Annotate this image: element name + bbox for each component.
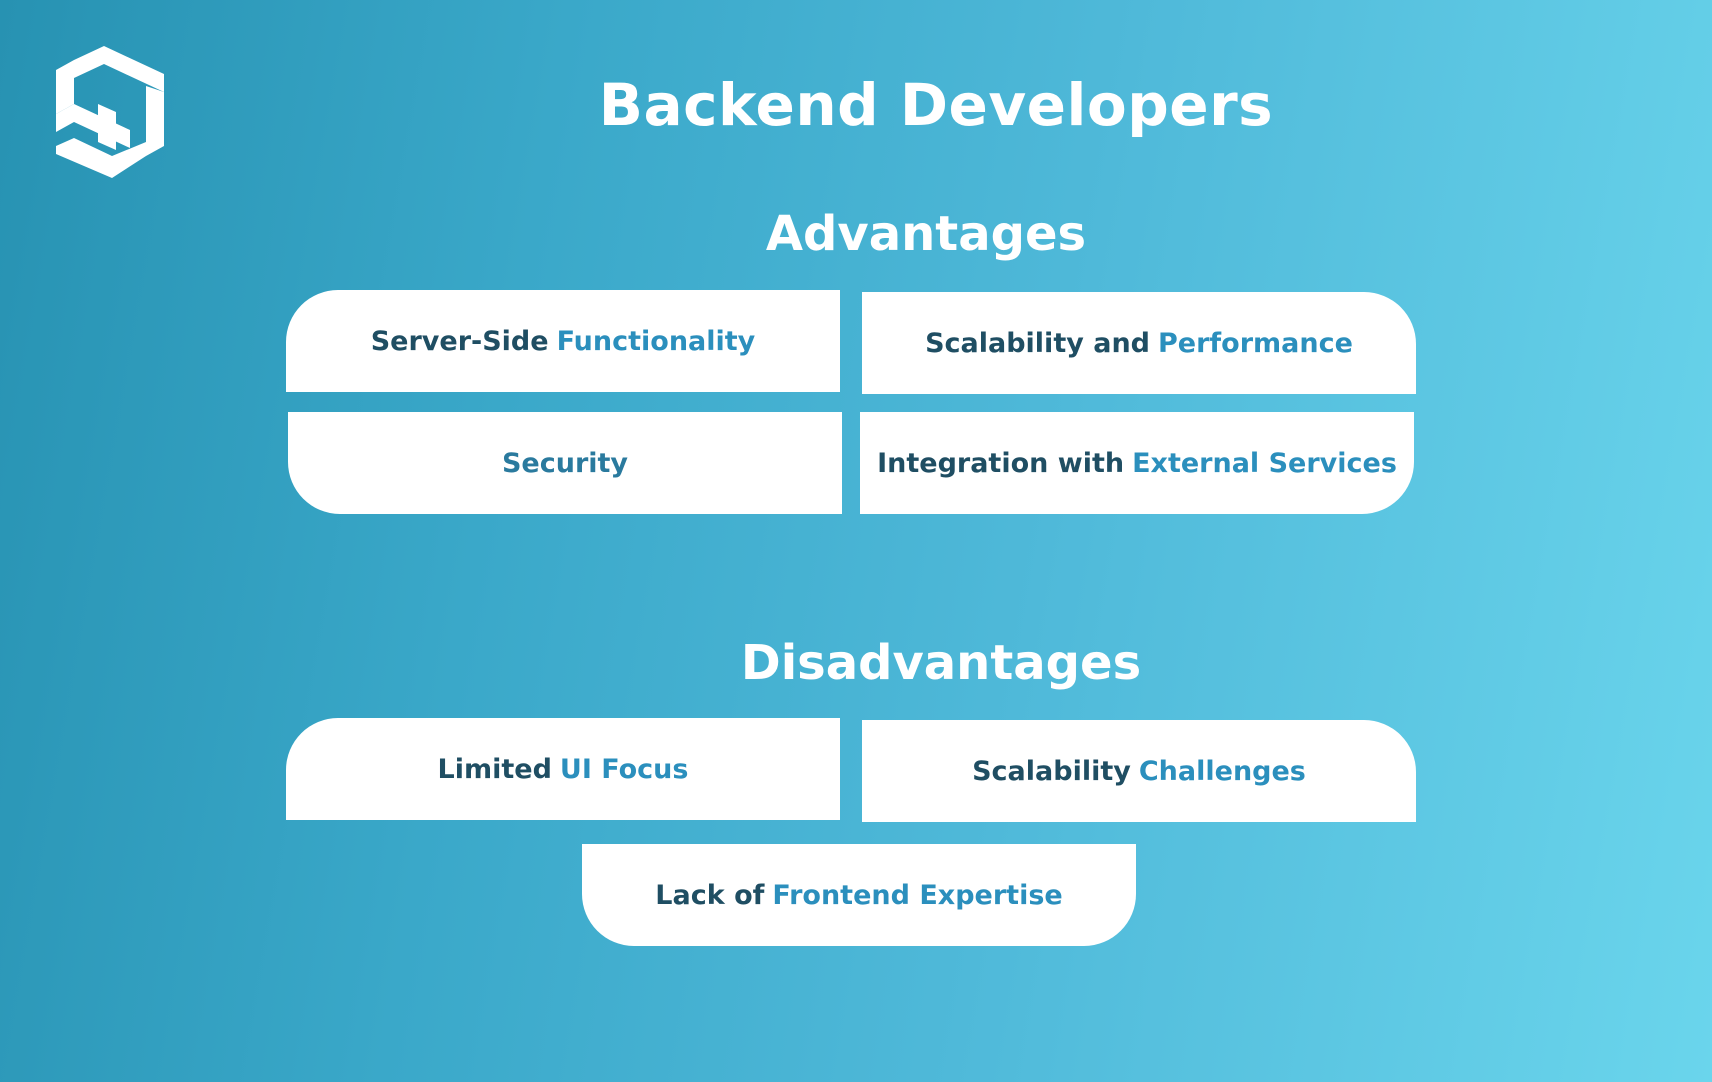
stacked-s-logo-icon (56, 46, 164, 178)
card-text-accent: UI Focus (559, 753, 689, 785)
card-text-dark: Limited (437, 753, 552, 785)
card-text-dark: Scalability (972, 755, 1131, 787)
disadvantages-heading: Disadvantages (740, 635, 1142, 691)
disadvantage-card-lack-frontend-expertise: Lack of Frontend Expertise (582, 844, 1136, 946)
disadvantage-card-limited-ui-focus: Limited UI Focus (286, 718, 840, 820)
card-text-accent: Security (501, 447, 629, 479)
page-title: Backend Developers (598, 71, 1274, 139)
advantage-card-server-side-functionality: Server-Side Functionality (286, 290, 840, 392)
advantage-card-integration-external-services: Integration with External Services (860, 412, 1414, 514)
card-text-dark: Integration with (877, 447, 1125, 479)
card-text-accent: Frontend Expertise (772, 879, 1063, 911)
advantages-heading: Advantages (765, 206, 1087, 262)
card-text-dark: Server-Side (370, 325, 549, 357)
card-text-accent: External Services (1132, 447, 1397, 479)
card-text-dark: Lack of (655, 879, 765, 911)
card-text-accent: Performance (1158, 327, 1353, 359)
card-text-dark: Scalability and (925, 327, 1150, 359)
disadvantage-card-scalability-challenges: Scalability Challenges (862, 720, 1416, 822)
advantage-card-security: Security (288, 412, 842, 514)
advantage-card-scalability-performance: Scalability and Performance (862, 292, 1416, 394)
card-text-accent: Challenges (1138, 755, 1306, 787)
card-text-accent: Functionality (556, 325, 756, 357)
